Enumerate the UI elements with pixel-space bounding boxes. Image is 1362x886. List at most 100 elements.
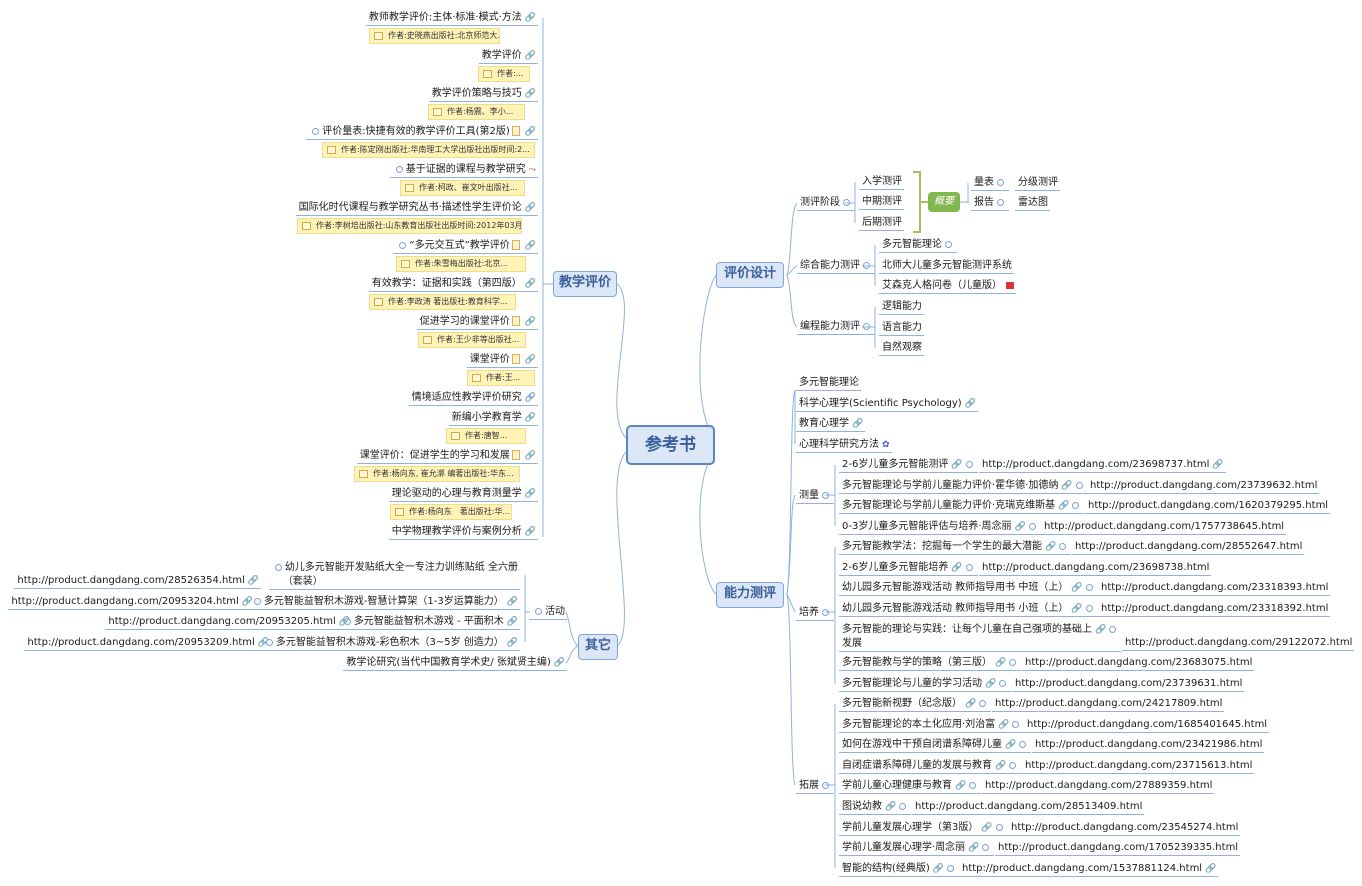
- coding-item[interactable]: 逻辑能力: [879, 299, 924, 315]
- link-icon[interactable]: 🔗: [524, 127, 536, 137]
- link-icon[interactable]: 🔗: [955, 781, 967, 791]
- book-item[interactable]: 情境适应性教学评价研究🔗: [408, 390, 538, 406]
- book-item[interactable]: 图说幼教🔗: [839, 799, 912, 815]
- link-icon[interactable]: 🔗: [964, 399, 976, 409]
- collapse-icon[interactable]: [1109, 625, 1117, 633]
- collapse-icon[interactable]: [822, 781, 829, 789]
- link-icon[interactable]: 🔗: [1212, 460, 1224, 470]
- book-item[interactable]: 有效教学：证据和实践（第四版）🔗: [368, 276, 538, 292]
- book-item[interactable]: 课堂评价🔗: [466, 352, 538, 368]
- collapse-icon[interactable]: [995, 823, 1003, 831]
- url-item[interactable]: http://product.dangdang.com/24217809.htm…: [992, 696, 1225, 712]
- book-item[interactable]: 幼儿园多元智能游戏活动 教师指导用书 中班（上）🔗: [839, 580, 1098, 596]
- book-item[interactable]: 多元智能的理论与实践：让每个儿童在自己强项的基础上🔗发展: [839, 622, 1122, 652]
- book-item[interactable]: 评价量表:快捷有效的教学评价工具(第2版)🔗: [306, 124, 538, 140]
- collapse-icon[interactable]: [1019, 740, 1027, 748]
- book-item[interactable]: 如何在游戏中干预自闭谱系障碍儿童🔗: [839, 737, 1032, 753]
- book-item[interactable]: 幼儿园多元智能游戏活动 教师指导用书 小班（上）🔗: [839, 601, 1098, 617]
- link-icon[interactable]: 🔗: [524, 51, 536, 61]
- collapse-icon[interactable]: [1059, 542, 1067, 550]
- collapse-icon[interactable]: [395, 165, 403, 173]
- book-item[interactable]: 基于证据的课程与教学研究⤳: [389, 162, 538, 178]
- book-item[interactable]: 多元智能教学法：挖掘每一个学生的最大潜能🔗: [839, 539, 1072, 555]
- coding-node[interactable]: 编程能力测评: [797, 319, 875, 335]
- link-icon[interactable]: 🔗: [524, 241, 536, 251]
- collapse-icon[interactable]: [1085, 604, 1093, 612]
- link-icon[interactable]: 🔗: [1205, 864, 1217, 874]
- collapse-icon[interactable]: [965, 563, 973, 571]
- expand-node[interactable]: 拓展: [796, 778, 834, 794]
- link-icon[interactable]: 🔗: [968, 843, 980, 853]
- book-item[interactable]: 学前儿童发展心理学·周念丽🔗: [839, 840, 995, 856]
- link-icon[interactable]: 🔗: [995, 658, 1007, 668]
- link-icon[interactable]: 🔗: [524, 451, 536, 461]
- book-item[interactable]: 理论驱动的心理与教育测量学🔗: [388, 486, 538, 502]
- book-item[interactable]: 2-6岁儿童多元智能培养🔗: [839, 560, 978, 576]
- collapse-icon[interactable]: [947, 864, 955, 872]
- book-item[interactable]: “多元交互式”教学评价🔗: [393, 238, 538, 254]
- collapse-icon[interactable]: [1028, 522, 1036, 530]
- coding-item[interactable]: 自然观察: [879, 340, 924, 356]
- link-icon[interactable]: 🔗: [932, 864, 945, 874]
- link-icon[interactable]: 🔗: [553, 658, 565, 668]
- link-icon[interactable]: 🔗: [965, 699, 977, 709]
- link-icon[interactable]: 🔗: [524, 13, 536, 23]
- comprehensive-node[interactable]: 综合能力测评: [797, 258, 875, 274]
- collapse-icon[interactable]: [899, 802, 907, 810]
- link-icon[interactable]: 🔗: [951, 563, 963, 573]
- url-item[interactable]: http://product.dangdang.com/29122072.htm…: [1122, 635, 1355, 651]
- url-item[interactable]: http://product.dangdang.com/28513409.htm…: [912, 799, 1145, 815]
- link-icon[interactable]: 🔗: [1058, 501, 1070, 511]
- book-item[interactable]: 学前儿童心理健康与教育🔗: [839, 778, 982, 794]
- url-item[interactable]: http://product.dangdang.com/28526354.htm…: [14, 573, 261, 589]
- document-icon[interactable]: [511, 240, 520, 250]
- url-item[interactable]: http://product.dangdang.com/1537881124.h…: [959, 861, 1219, 877]
- book-item[interactable]: 课堂评价：促进学生的学习和发展🔗: [356, 448, 538, 464]
- url-item[interactable]: http://product.dangdang.com/23683075.htm…: [1022, 655, 1255, 671]
- link-icon[interactable]: 🔗: [524, 489, 536, 499]
- mindmap-link-icon[interactable]: ⤳: [528, 165, 536, 175]
- other-item[interactable]: 多元智能益智积木游戏-智慧计算架（1-3岁运算能力）🔗: [247, 594, 520, 610]
- link-icon[interactable]: 🔗: [241, 597, 253, 607]
- url-item[interactable]: http://product.dangdang.com/1705239335.h…: [995, 840, 1241, 856]
- url-item[interactable]: http://product.dangdang.com/23545274.htm…: [1008, 820, 1241, 836]
- link-icon[interactable]: 🔗: [247, 576, 259, 586]
- collapse-icon[interactable]: [965, 460, 973, 468]
- link-icon[interactable]: 🔗: [338, 617, 350, 627]
- collapse-icon[interactable]: [312, 127, 320, 135]
- stage-node[interactable]: 测评阶段: [797, 195, 855, 211]
- stage-item[interactable]: 后期测评: [859, 215, 904, 231]
- collapse-icon[interactable]: [863, 261, 870, 269]
- url-item[interactable]: http://product.dangdang.com/23318392.htm…: [1098, 601, 1331, 617]
- collapse-icon[interactable]: [1085, 583, 1093, 591]
- collapse-icon[interactable]: [1009, 761, 1017, 769]
- book-item[interactable]: 教师教学评价:主体·标准·模式·方法🔗: [365, 10, 538, 26]
- document-icon[interactable]: [511, 354, 520, 364]
- link-icon[interactable]: 🔗: [1014, 522, 1026, 532]
- document-icon[interactable]: [511, 126, 520, 136]
- url-item[interactable]: http://product.dangdang.com/1757738645.h…: [1041, 519, 1287, 535]
- link-icon[interactable]: 🔗: [995, 761, 1007, 771]
- collapse-icon[interactable]: [535, 607, 542, 615]
- coding-item[interactable]: 语言能力: [879, 320, 924, 336]
- collapse-icon[interactable]: [979, 699, 987, 707]
- book-item[interactable]: 智能的结构(经典版)🔗: [839, 861, 960, 877]
- url-item[interactable]: http://product.dangdang.com/1685401645.h…: [1024, 717, 1270, 733]
- book-item[interactable]: 教学评价🔗: [478, 48, 538, 64]
- link-icon[interactable]: 🔗: [506, 597, 518, 607]
- link-icon[interactable]: 🔗: [524, 413, 536, 423]
- collapse-icon[interactable]: [265, 638, 273, 646]
- collapse-icon[interactable]: [999, 679, 1007, 687]
- link-icon[interactable]: 🔗: [257, 638, 269, 648]
- collapse-icon[interactable]: [997, 198, 1004, 206]
- url-item[interactable]: http://product.dangdang.com/20953204.htm…: [8, 594, 255, 610]
- comprehensive-item[interactable]: 北师大儿童多元智能测评系统: [879, 258, 1014, 274]
- branch-eval-design[interactable]: 评价设计: [716, 262, 784, 288]
- activity-node[interactable]: 活动: [529, 604, 567, 620]
- url-item[interactable]: http://product.dangdang.com/27889359.htm…: [982, 778, 1215, 794]
- book-item[interactable]: 多元智能教与学的策略（第三版）🔗: [839, 655, 1022, 671]
- other-item[interactable]: 幼儿多元智能开发贴纸大全一专注力训练贴纸 全六册（套装）: [268, 560, 520, 590]
- link-icon[interactable]: 🔗: [524, 317, 536, 327]
- book-item[interactable]: 多元智能理论与儿童的学习活动🔗: [839, 676, 1012, 692]
- branch-other[interactable]: 其它: [578, 634, 618, 660]
